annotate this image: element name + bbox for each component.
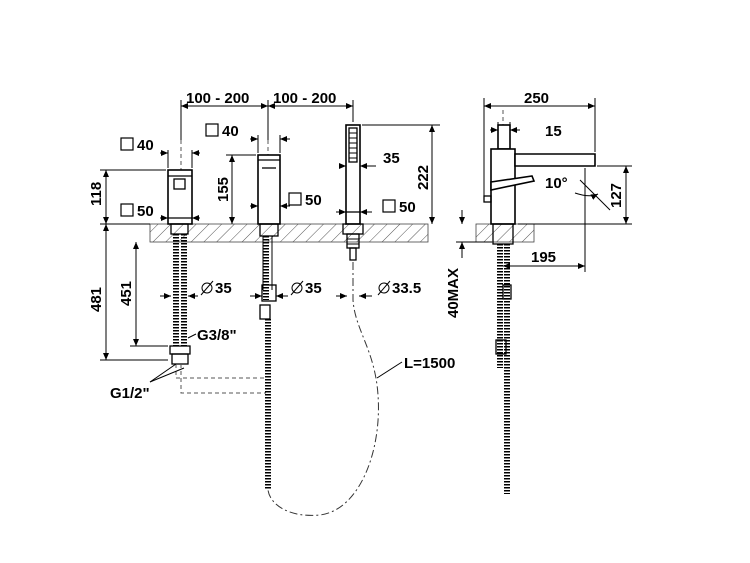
diameter-symbol-icon bbox=[290, 280, 304, 296]
label-height-222: 222 bbox=[415, 165, 432, 190]
square-symbol-icon bbox=[120, 203, 134, 217]
label-spacing-left: 100 - 200 bbox=[186, 90, 249, 107]
diameter-symbols bbox=[200, 280, 391, 296]
label-height-118: 118 bbox=[88, 182, 105, 206]
label-hose-length: L=1500 bbox=[404, 355, 455, 372]
label-square40-middle: 40 bbox=[222, 123, 239, 140]
label-height-481: 481 bbox=[88, 287, 105, 312]
label-diameter-33-5: 33.5 bbox=[392, 280, 421, 297]
label-height-451: 451 bbox=[118, 281, 135, 306]
label-width-35: 35 bbox=[383, 150, 400, 167]
label-height-155: 155 bbox=[215, 177, 232, 202]
label-side-40max: 40MAX bbox=[445, 268, 462, 318]
hose-routing bbox=[175, 262, 379, 516]
label-spacing-right: 100 - 200 bbox=[273, 90, 336, 107]
label-square50-middle: 50 bbox=[305, 192, 322, 209]
side-view bbox=[483, 110, 596, 494]
square-symbols bbox=[120, 123, 396, 217]
square-symbol-icon bbox=[120, 137, 134, 151]
label-side-127: 127 bbox=[608, 183, 625, 208]
diameter-symbol-icon bbox=[200, 280, 214, 296]
square-symbol-icon bbox=[205, 123, 219, 137]
label-side-250: 250 bbox=[524, 90, 549, 107]
label-side-angle: 10° bbox=[545, 175, 568, 192]
square-symbol-icon bbox=[288, 192, 302, 206]
dimension-lines bbox=[100, 98, 632, 383]
label-diameter-35-left: 35 bbox=[215, 280, 232, 297]
middle-spout-body bbox=[257, 140, 281, 490]
hand-shower-body bbox=[342, 124, 364, 261]
label-square50-right: 50 bbox=[399, 199, 416, 216]
countertop bbox=[149, 223, 535, 243]
label-side-15: 15 bbox=[545, 123, 562, 140]
label-square40-left: 40 bbox=[137, 137, 154, 154]
label-square50-left: 50 bbox=[137, 203, 154, 220]
diameter-symbol-icon bbox=[377, 280, 391, 296]
square-symbol-icon bbox=[382, 199, 396, 213]
dimension-labels: 100 - 200 100 - 200 40 40 50 50 50 35 11… bbox=[88, 90, 625, 402]
label-g12: G1/2" bbox=[110, 385, 150, 402]
label-diameter-35-middle: 35 bbox=[305, 280, 322, 297]
label-side-195: 195 bbox=[531, 249, 556, 266]
label-g38: G3/8" bbox=[197, 327, 237, 344]
left-valve-body bbox=[167, 140, 193, 365]
